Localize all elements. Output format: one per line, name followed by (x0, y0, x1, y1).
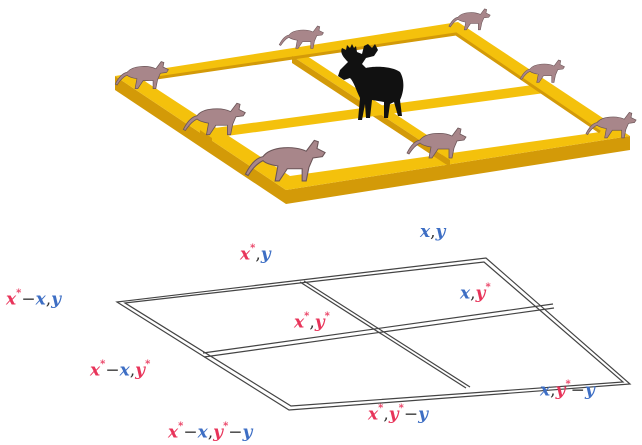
var-x: x (90, 360, 101, 381)
var-x: x (240, 244, 251, 265)
sep: , (550, 380, 556, 401)
var-x2: x (35, 289, 46, 310)
minus: − (403, 404, 419, 425)
var-y: y (388, 404, 399, 425)
label-right-bottom: x,y*−y (540, 379, 595, 401)
enclosure-top (115, 22, 630, 204)
sep: , (470, 283, 476, 304)
var-x: x (294, 312, 305, 333)
label-right-inner: x,y* (460, 282, 491, 304)
var-x2: x (197, 422, 208, 443)
sep: , (129, 360, 136, 381)
label-bottom-center: x*,y*−y (368, 403, 429, 425)
star: * (100, 359, 106, 370)
enclosure-front-face (115, 76, 286, 204)
star: * (378, 403, 384, 414)
star: * (304, 311, 310, 322)
minus: − (183, 422, 198, 443)
var-y: y (475, 283, 486, 304)
star: * (398, 403, 404, 414)
star: * (324, 311, 330, 322)
star: * (145, 359, 151, 370)
var-y2: y (418, 404, 429, 425)
sep: , (207, 422, 214, 443)
wireframe-divider-2 (202, 303, 554, 354)
var-x: x (540, 380, 551, 401)
label-top-center: x*,y (240, 243, 271, 265)
var-x2: x (119, 360, 130, 381)
var-y: y (555, 380, 566, 401)
wireframe-inner (123, 261, 625, 407)
label-bottom-left: x*−x,y*−y (168, 421, 253, 443)
enclosure-right-face (286, 136, 630, 204)
sep: , (45, 289, 52, 310)
star: * (250, 243, 256, 254)
var-y: y (314, 312, 325, 333)
var-y: y (135, 360, 146, 381)
minus: − (21, 289, 36, 310)
sep: , (383, 404, 389, 425)
moose (338, 44, 404, 120)
enclosure-cross-wall-2 (200, 84, 552, 138)
var-y: y (51, 289, 62, 310)
sep: , (255, 244, 261, 265)
label-center: x*,y* (294, 311, 330, 333)
var-y: y (260, 244, 271, 265)
wireframe-divider-1 (299, 281, 467, 389)
wireframe-outer (115, 257, 632, 411)
var-x: x (460, 283, 471, 304)
var-x: x (368, 404, 379, 425)
label-top-right: x,y (420, 224, 445, 241)
minus: − (105, 360, 120, 381)
var-x: x (420, 222, 431, 242)
var-y: y (213, 422, 224, 443)
star: * (565, 379, 571, 390)
star: * (485, 282, 491, 293)
wireframe-grid (115, 257, 632, 411)
var-y2: y (584, 380, 595, 401)
var-y: y (435, 222, 446, 242)
sep: , (309, 312, 315, 333)
var-x: x (6, 289, 17, 310)
sep: , (430, 222, 436, 242)
star: * (16, 288, 22, 299)
star: * (178, 421, 184, 432)
label-left-mid: x*−x,y (6, 288, 62, 310)
minus: − (570, 380, 585, 401)
minus: − (228, 422, 243, 443)
label-left-lower: x*−x,y* (90, 359, 151, 381)
var-y2: y (242, 422, 253, 443)
var-x: x (168, 422, 179, 443)
star: * (223, 421, 229, 432)
